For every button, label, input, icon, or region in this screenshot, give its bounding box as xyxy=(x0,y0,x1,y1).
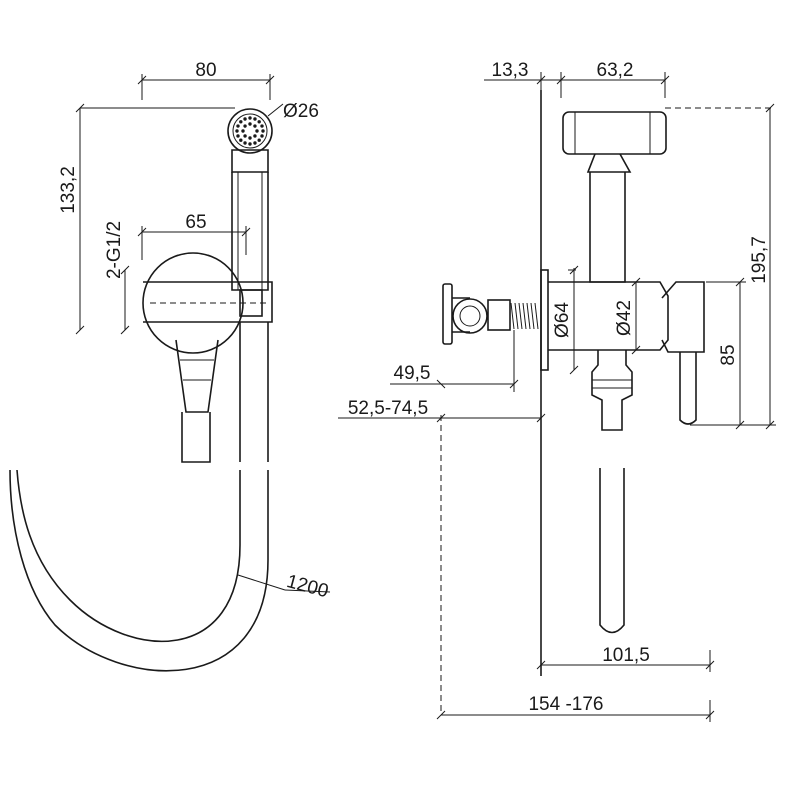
nozzle-dot xyxy=(257,138,261,142)
dimension-101-5: 101,5 xyxy=(536,645,715,672)
thread-line xyxy=(514,302,519,330)
depth-49-5-label: 49,5 xyxy=(394,363,431,384)
nozzle-dot xyxy=(253,117,257,121)
thread-line xyxy=(534,302,539,330)
body-diameter-label: Ø42 xyxy=(614,300,635,336)
side-view: 13,3 63,2 195,7 85 xyxy=(338,60,776,722)
nozzle-dot xyxy=(243,134,247,138)
nozzle-dot xyxy=(255,129,259,133)
hose-outlet xyxy=(591,350,633,634)
nozzle-dot xyxy=(235,129,239,133)
dimension-133-2-label: 133,2 xyxy=(58,166,79,214)
nozzle-dot xyxy=(248,116,252,120)
shower-head-side xyxy=(562,111,667,283)
thread-coil xyxy=(510,302,539,330)
nozzle-dot xyxy=(243,117,247,121)
dimension-133-2: 133,2 xyxy=(58,103,235,335)
hose-projection-label: 101,5 xyxy=(602,645,650,666)
nozzle-dot xyxy=(261,129,265,133)
front-view: 80 133,2 Ø26 xyxy=(9,60,331,672)
nozzle-dot xyxy=(243,141,247,145)
nozzle-dot xyxy=(253,124,257,128)
valve-body: Ø64 Ø42 xyxy=(540,265,669,375)
nozzle-dot xyxy=(248,142,252,146)
thread-line xyxy=(510,302,515,330)
nozzle-dot xyxy=(236,134,240,138)
nozzle-dot xyxy=(239,120,243,124)
total-height-label: 195,7 xyxy=(749,236,770,284)
head-diameter-label: Ø26 xyxy=(283,101,319,122)
wall-rosette xyxy=(142,252,273,463)
wall-offset-label: 13,3 xyxy=(492,60,529,81)
nozzle-dot xyxy=(253,141,257,145)
dimension-65: 65 xyxy=(137,212,251,260)
thread-line xyxy=(518,302,523,330)
dimension-85: 85 xyxy=(706,277,746,430)
dimension-80: 80 xyxy=(137,60,275,100)
rosette-diameter-label: Ø64 xyxy=(552,302,573,338)
shower-head: Ø26 xyxy=(227,101,319,154)
nozzle-dot xyxy=(239,138,243,142)
wall-connector xyxy=(442,283,539,345)
dimension-154-176: 154 -176 xyxy=(436,694,715,722)
nozzle-dot xyxy=(257,120,261,124)
dimension-65-label: 65 xyxy=(185,212,206,233)
depth-range-label: 52,5-74,5 xyxy=(348,398,428,419)
hose-length-label: 1200 xyxy=(284,571,330,602)
dimension-top: 13,3 63,2 xyxy=(484,60,670,98)
thread-line xyxy=(526,302,531,330)
head-length-label: 63,2 xyxy=(597,60,634,81)
dimension-thread: 2-G1/2 xyxy=(104,221,130,335)
thread-line xyxy=(530,302,535,330)
dimension-52-5-74-5: 52,5-74,5 xyxy=(338,398,546,423)
nozzle-dot xyxy=(253,134,257,138)
nozzle-dot xyxy=(241,129,245,133)
nozzle-dot xyxy=(260,134,264,138)
dimension-80-label: 80 xyxy=(195,60,216,81)
lever-handle xyxy=(661,281,705,425)
height-85-label: 85 xyxy=(718,344,739,365)
dimension-49-5: 49,5 xyxy=(390,330,519,392)
thread-line xyxy=(522,302,527,330)
nozzle-dot xyxy=(236,124,240,128)
nozzle-dot xyxy=(260,124,264,128)
nozzle-dot xyxy=(243,124,247,128)
nozzle-dot xyxy=(248,122,252,126)
nozzle-dot xyxy=(248,136,252,140)
dimension-195-7: 195,7 xyxy=(665,103,776,430)
thread-label: 2-G1/2 xyxy=(104,221,125,279)
flexible-hose: 1200 xyxy=(9,322,331,672)
spray-nozzles xyxy=(235,116,265,146)
shower-handle xyxy=(231,149,269,291)
total-projection-label: 154 -176 xyxy=(528,694,603,715)
